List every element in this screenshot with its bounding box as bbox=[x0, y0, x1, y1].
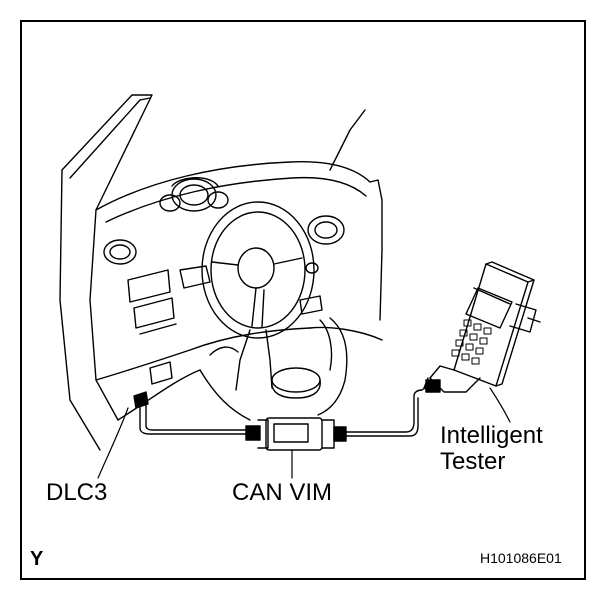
intelligent-tester bbox=[423, 261, 541, 393]
figure-code: H101086E01 bbox=[480, 550, 562, 566]
dlc3-connector bbox=[133, 391, 251, 435]
vents bbox=[103, 215, 345, 335]
dlc3-label: DLC3 bbox=[46, 479, 108, 506]
instrument-pod bbox=[159, 177, 229, 212]
dashboard-top bbox=[95, 109, 383, 251]
lower-dash bbox=[95, 249, 383, 421]
tester-label-line2: Tester bbox=[440, 448, 506, 475]
tester-cable bbox=[345, 383, 431, 437]
can-vim-module bbox=[245, 417, 347, 451]
dlc3-leader bbox=[97, 407, 129, 479]
intelligent-tester-label: Intelligent Tester bbox=[440, 423, 543, 475]
steering-wheel bbox=[201, 201, 315, 391]
tester-label-line1: Intelligent bbox=[440, 422, 543, 449]
tester-leader bbox=[489, 387, 511, 423]
tester-keypad bbox=[451, 319, 492, 365]
can-vim-label: CAN VIM bbox=[232, 479, 333, 506]
leader-lines bbox=[97, 387, 511, 479]
corner-mark: Y bbox=[30, 548, 44, 570]
floor-pedals bbox=[199, 317, 348, 421]
a-pillar bbox=[59, 94, 153, 451]
